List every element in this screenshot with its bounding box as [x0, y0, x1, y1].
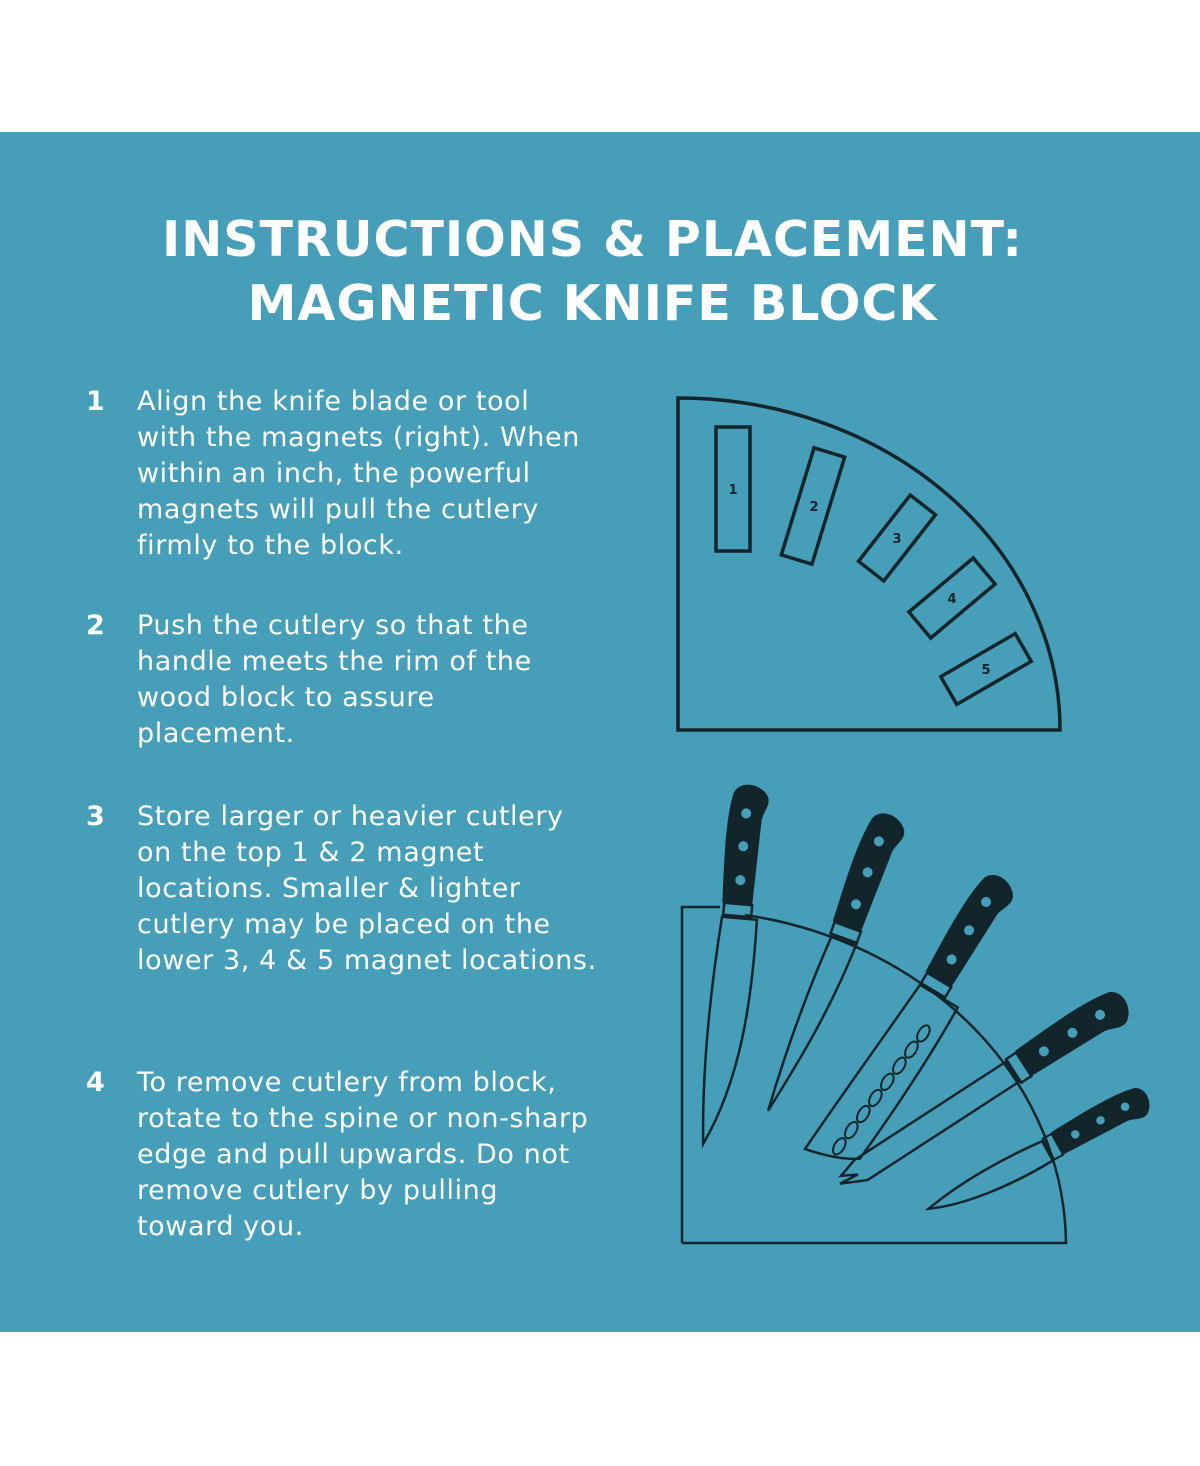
bread-knife-icon [838, 982, 1138, 1185]
block-outline [676, 396, 1062, 732]
step-1: 1 Align the knife blade or tool with the … [86, 384, 597, 564]
slot-label: 1 [728, 483, 737, 498]
santoku-knife-icon [803, 866, 1021, 1161]
step-text: To remove cutlery from block, rotate to … [137, 1067, 589, 1242]
slot-label: 2 [809, 500, 818, 515]
slot-label: 3 [892, 532, 901, 547]
chef-knife-icon [701, 781, 772, 1149]
slot-5 [938, 631, 1034, 707]
title-line-1: INSTRUCTIONS & PLACEMENT: [162, 211, 1023, 268]
instructions-panel: INSTRUCTIONS & PLACEMENT: MAGNETIC KNIFE… [0, 132, 1200, 1332]
magnet-block-diagram [676, 396, 1062, 732]
title-line-2: MAGNETIC KNIFE BLOCK [247, 275, 938, 332]
slot-3 [856, 492, 938, 584]
slot-2 [779, 445, 847, 567]
knife-block-illustration [680, 781, 1157, 1245]
slot-label: 5 [981, 663, 990, 678]
step-2: 2 Push the cutlery so that the handle mee… [86, 608, 597, 752]
step-3: 3 Store larger or heavier cutlery on the … [86, 799, 597, 979]
step-text: Push the cutlery so that the handle meet… [137, 610, 532, 749]
step-number: 2 [86, 610, 105, 641]
slot-4 [906, 555, 998, 641]
step-text: Store larger or heavier cutlery on the t… [137, 801, 597, 976]
step-4: 4 To remove cutlery from block, rotate to… [86, 1065, 597, 1245]
utility-knife-icon [766, 806, 911, 1112]
step-number: 1 [86, 386, 105, 417]
slot-label: 4 [947, 592, 956, 607]
step-number: 3 [86, 801, 105, 832]
paring-knife-icon [924, 1080, 1157, 1211]
step-number: 4 [86, 1067, 105, 1098]
knife-block-outline [680, 905, 1068, 1245]
slot-1 [714, 425, 752, 553]
step-text: Align the knife blade or tool with the m… [137, 386, 580, 561]
page-title: INSTRUCTIONS & PLACEMENT: MAGNETIC KNIFE… [0, 208, 1185, 336]
